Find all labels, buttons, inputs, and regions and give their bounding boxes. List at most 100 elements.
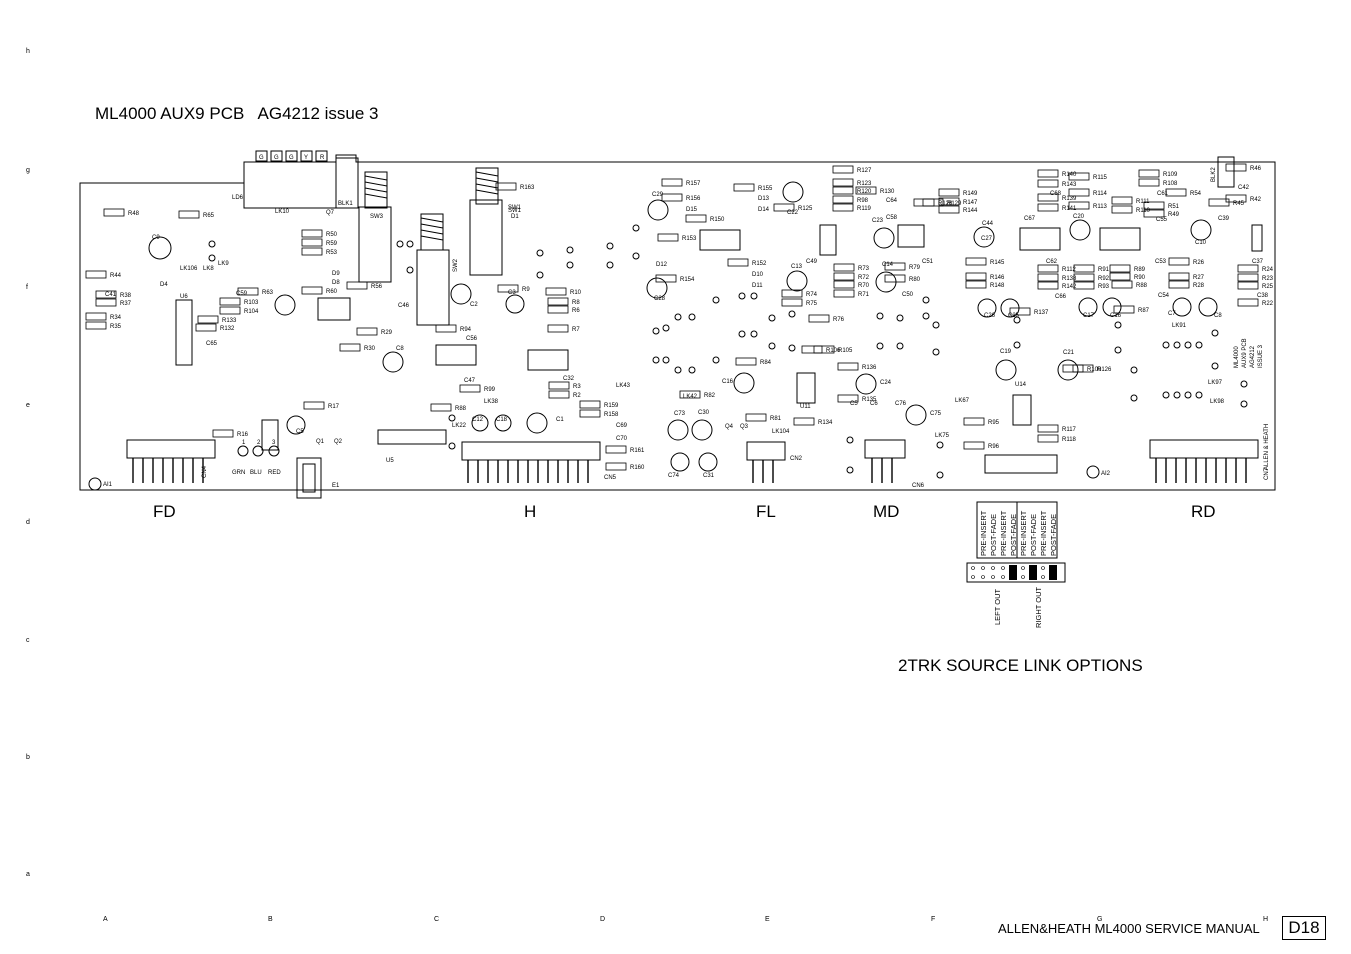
component-ref-label: C46 [398,303,410,309]
component-ref-label: R148 [990,283,1005,289]
component-ref-label: LK97 [1208,380,1223,386]
component-ref-label: D12 [656,262,668,268]
component-ref-label: R28 [1193,283,1205,289]
component-ref-label: C7 [1168,311,1176,317]
component-ref-label: C13 [791,264,803,270]
resistor-body [95,290,117,299]
resistor-body [938,205,960,214]
zone-label-rd: RD [1191,502,1216,521]
component-ref-label: R45 [1233,201,1245,207]
component-ref-label: R128 [938,201,953,207]
resistor-body [103,208,125,217]
component-ref-label: U11 [800,404,811,410]
component-ref-label: C76 [895,401,907,407]
component-ref-label: LK38 [484,399,499,405]
component-ref-label: R110 [1136,208,1151,214]
led-color-label: R [320,155,325,161]
resistor-body [1225,163,1247,172]
component-ref-label: C70 [616,436,628,442]
component-ref-label: Q7 [326,210,335,216]
component-ref-label: R127 [857,168,872,174]
component-ref-label: LK91 [1172,323,1187,329]
component-ref-label: C8 [396,346,404,352]
component-ref-label: R82 [704,393,716,399]
resistor-body [965,257,987,266]
board-id: ISSUE 3 [1258,344,1264,368]
component-ref-label: C12 [472,417,484,423]
resistor-body [832,186,854,195]
component-ref-label: C31 [703,473,715,479]
resistor-body [1037,273,1059,282]
component-ref-label: R35 [110,324,122,330]
resistor-body [832,195,854,204]
component-ref-label: C28 [654,296,666,302]
resistor-body [1109,264,1131,273]
resistor-body [813,345,835,354]
component-ref-label: C75 [930,411,942,417]
component-ref-label: LK8 [203,266,214,272]
cn4-label: CN4 [202,465,208,478]
blk1-label: BLK1 [338,201,353,207]
component-ref-label: R149 [963,191,978,197]
component-ref-label: R48 [128,211,140,217]
connector-cn5 [461,441,601,461]
component-ref-label: C51 [922,259,934,265]
resistor-body [547,324,569,333]
resistor-body [301,286,323,295]
component-ref-label: C68 [1050,191,1062,197]
component-ref-label: R38 [120,293,132,299]
component-ref-label: C5 [850,401,858,407]
component-ref-label: R142 [1062,284,1077,290]
component-ref-label: LK75 [935,433,950,439]
component-ref-label: R150 [710,217,725,223]
resistor-body [356,327,378,336]
resistor-body [1037,264,1059,273]
resistor-body [579,400,601,409]
led-block-ld6 [243,161,337,209]
component-ref-label: C23 [872,218,884,224]
resistor-body [459,384,481,393]
component-ref-label: R44 [110,273,122,279]
component-ref-label: R132 [220,326,235,332]
resistor-body [801,345,823,354]
component-ref-label: R46 [1250,166,1262,172]
component-ref-label: R63 [262,290,274,296]
grid-col-letter: D [600,916,606,923]
component-ref-label: R139 [1062,196,1077,202]
resistor-body [1168,272,1190,281]
component-ref-label: LK67 [955,398,970,404]
component-ref-label: R145 [990,260,1005,266]
cn2-label: CN2 [790,456,803,462]
component-ref-label: R30 [364,346,376,352]
resistor-body [219,297,241,306]
component-ref-label: C61 [1157,191,1169,197]
link-option-col: PRE-INSERT [1019,510,1028,556]
component-ref-label: R155 [758,186,773,192]
zone-label-h: H [524,502,537,521]
component-ref-label: LK10 [275,209,290,215]
grid-row-letter: a [26,871,30,878]
page-title: ML4000 AUX9 PCB AG4212 issue 3 [95,104,379,123]
grid-row-letter: b [26,754,30,761]
resistor-body [1072,364,1094,373]
component-ref-label: C18 [496,417,508,423]
resistor-body [303,401,325,410]
component-ref-label: R96 [988,444,1000,450]
component-ref-label: C14 [882,262,894,268]
component-ref-label: R23 [1262,276,1274,282]
component-ref-label: R140 [1062,172,1077,178]
component-ref-label: C65 [206,341,218,347]
resistor-body [1037,169,1059,178]
led-block-bracket [335,157,359,209]
resistor-body [85,321,107,330]
component-ref-label: C8 [1214,313,1222,319]
resistor-body [1037,193,1059,202]
component-ref-label: R9 [522,287,530,293]
grid-row-letter: d [26,519,30,526]
resistor-body [301,229,323,238]
page-number: D18 [1282,916,1326,940]
left-out-label: LEFT OUT [993,588,1002,625]
component-ref-label: R29 [381,330,393,336]
component-ref-label: R76 [833,317,845,323]
resistor-body [1037,281,1059,290]
